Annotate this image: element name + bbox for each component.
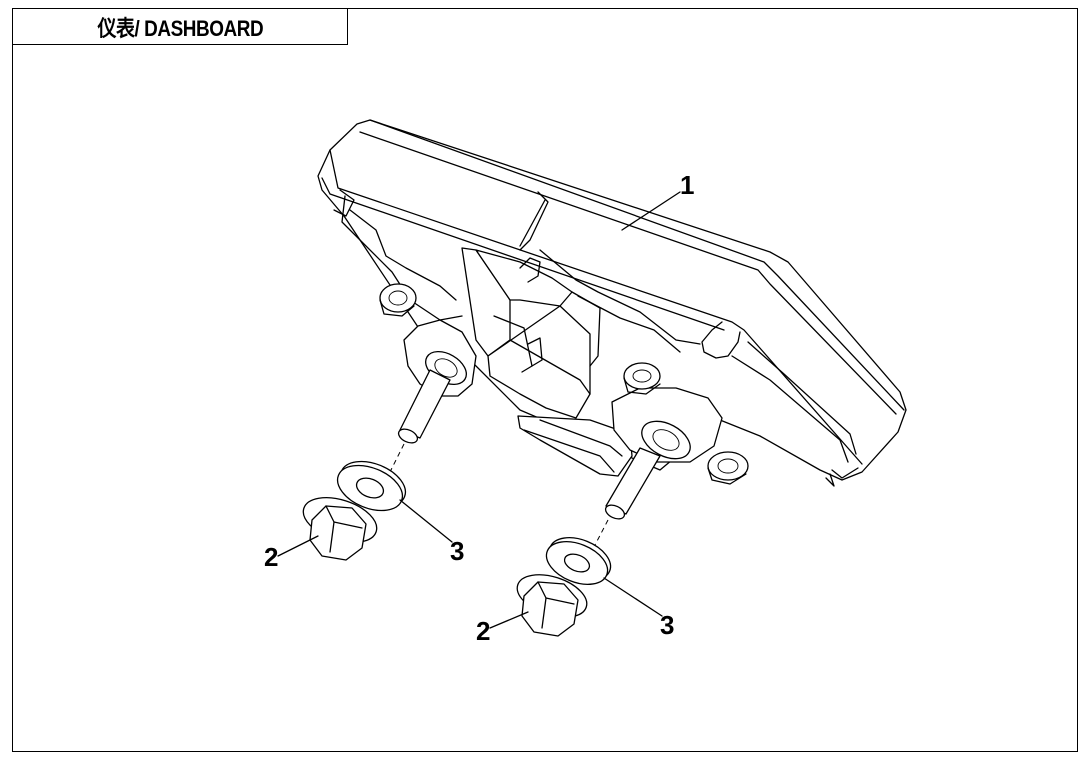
leader-line — [399, 499, 453, 543]
washer-part — [545, 537, 612, 585]
stud-bolt-right — [604, 447, 661, 520]
callout-3a: 3 — [450, 536, 464, 566]
title-block: 仪表/ DASHBOARD — [12, 8, 348, 45]
mounting-grommet — [707, 451, 749, 485]
callout-3b: 3 — [660, 610, 674, 640]
leader-line — [277, 535, 319, 557]
leader-line — [621, 191, 681, 231]
flange-nut-part — [516, 574, 588, 637]
drawing-frame — [12, 8, 1078, 752]
page-title: 仪表/ DASHBOARD — [97, 15, 263, 41]
callout-2a: 2 — [264, 542, 278, 572]
leader-line — [603, 577, 663, 617]
flange-nut-part — [302, 496, 378, 561]
callout-2b: 2 — [476, 616, 490, 646]
callout-1: 1 — [680, 170, 694, 200]
mounting-grommet — [379, 283, 417, 317]
dashboard-housing-part — [317, 119, 907, 487]
washer-part — [336, 460, 407, 512]
stud-bolt-left — [397, 369, 451, 444]
leader-line — [489, 611, 529, 629]
mounting-grommet — [623, 362, 661, 395]
